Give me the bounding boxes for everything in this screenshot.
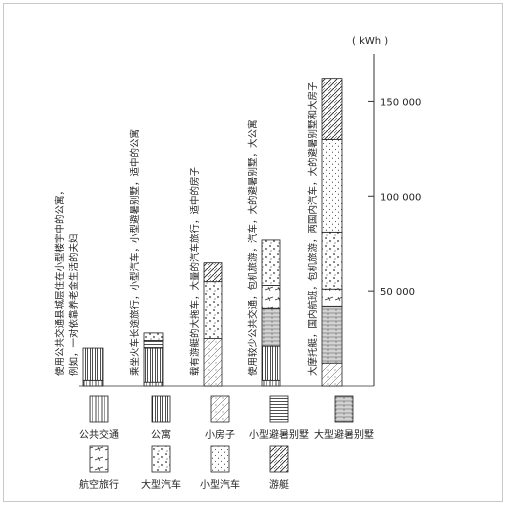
legend-label: 小房子 bbox=[205, 428, 235, 441]
bar-segment-car bbox=[321, 231, 343, 290]
legend-label: 公寓 bbox=[151, 428, 171, 441]
y-tick-label: 50 000 bbox=[380, 287, 415, 298]
legend-label: 大型避暑别墅 bbox=[314, 428, 374, 441]
legend-swatch-transit bbox=[89, 395, 109, 423]
legend-item: 大型汽车 bbox=[141, 445, 181, 491]
bar-segment-car bbox=[261, 239, 281, 286]
y-axis-ticks: 50 000 100 000 150 000 bbox=[368, 97, 421, 298]
column-label: 使用较少公共交通，包机旅游，汽车，大的避暑别墅，大公寓 bbox=[247, 119, 259, 376]
legend-label: 小型避暑别墅 bbox=[249, 428, 309, 441]
energy-consumption-chart: ( kWh ) 50 000 100 000 150 000 使用公共交通县城层住在… bbox=[54, 36, 421, 491]
legend-item: 游艇 bbox=[269, 445, 289, 491]
legend-swatch-car bbox=[151, 445, 171, 473]
legend-item: 航空旅行 bbox=[79, 445, 119, 491]
column-label: 例如，一对依靠养老金生活的夫妇 bbox=[68, 233, 80, 376]
bar-segment-house bbox=[203, 338, 223, 387]
bar-segment-transit bbox=[143, 381, 164, 387]
bar-segment-villa bbox=[261, 307, 281, 347]
bar-stack bbox=[321, 78, 343, 387]
column-labels: 使用公共交通县城层住在小型楼宇中的公寓，例如，一对依靠养老金生活的夫妇 乘坐火车长… bbox=[54, 81, 319, 376]
bar-stack bbox=[143, 332, 164, 387]
legend-label: 公共交通 bbox=[79, 428, 119, 441]
bar-segment-apartment bbox=[143, 347, 164, 383]
bar-segment-hlines bbox=[143, 340, 164, 349]
bar-segment-yacht bbox=[203, 262, 223, 283]
legend-swatch-hlines bbox=[269, 395, 289, 423]
column-label: 使用公共交通县城层住在小型楼宇中的公寓， bbox=[54, 186, 66, 376]
legend-swatch-apartment bbox=[151, 395, 171, 423]
bar-segment-car bbox=[203, 281, 223, 339]
legend-swatch-dots bbox=[210, 445, 230, 473]
legend-label: 游艇 bbox=[269, 478, 289, 491]
y-axis-unit-label: ( kWh ) bbox=[352, 36, 388, 47]
bar-segment-car bbox=[143, 332, 164, 341]
bar-stack bbox=[261, 239, 281, 387]
bar-segment-transit bbox=[82, 379, 104, 387]
chart-frame: ( kWh ) 50 000 100 000 150 000 使用公共交通县城层住在… bbox=[3, 3, 503, 502]
legend-label: 小型汽车 bbox=[200, 478, 240, 491]
legend-swatch-villa bbox=[334, 395, 354, 423]
y-tick-label: 150 000 bbox=[380, 97, 421, 108]
legend-label: 大型汽车 bbox=[141, 478, 181, 491]
column-label: 载有游艇的大拖车，大量的汽车旅行，适中的房子 bbox=[189, 166, 201, 376]
legend-item: 小型汽车 bbox=[200, 445, 240, 491]
bar-segment-apartment bbox=[261, 345, 281, 381]
legend-item: 小房子 bbox=[205, 395, 235, 441]
bar-segment-plane bbox=[261, 285, 281, 309]
bar-segment-house bbox=[321, 362, 343, 387]
bar-segment-transit bbox=[261, 379, 281, 387]
column-label: 乘坐火车长途旅行，小型汽车，小型避暑别墅，适中的公寓 bbox=[129, 129, 141, 376]
bar-segment-yacht bbox=[321, 78, 343, 140]
bar-segment-villa bbox=[321, 305, 343, 364]
y-tick-label: 100 000 bbox=[380, 192, 421, 203]
column-label: 大摩托艇，国内航班，包机旅游，两国内汽车，大的避暑别墅和大房子 bbox=[307, 81, 319, 376]
legend-item: 小型避暑别墅 bbox=[249, 395, 309, 441]
legend-swatch-house bbox=[210, 395, 230, 423]
stacked-bars bbox=[82, 78, 343, 387]
bar-stack bbox=[82, 347, 104, 387]
legend-swatch-yacht bbox=[269, 445, 289, 473]
legend: 公共交通 公寓 小房子 小型避暑别墅大型避暑别墅航空旅行 大型汽车 小型汽车 游艇 bbox=[79, 395, 374, 491]
bar-segment-apartment bbox=[82, 347, 104, 381]
legend-item: 公共交通 bbox=[79, 395, 119, 441]
bar-segment-dots bbox=[321, 138, 343, 233]
legend-swatch-plane bbox=[89, 445, 109, 473]
legend-item: 大型避暑别墅 bbox=[314, 395, 374, 441]
bar-segment-plane bbox=[321, 288, 343, 307]
bar-stack bbox=[203, 262, 223, 387]
legend-item: 公寓 bbox=[151, 395, 171, 441]
legend-label: 航空旅行 bbox=[79, 478, 119, 491]
